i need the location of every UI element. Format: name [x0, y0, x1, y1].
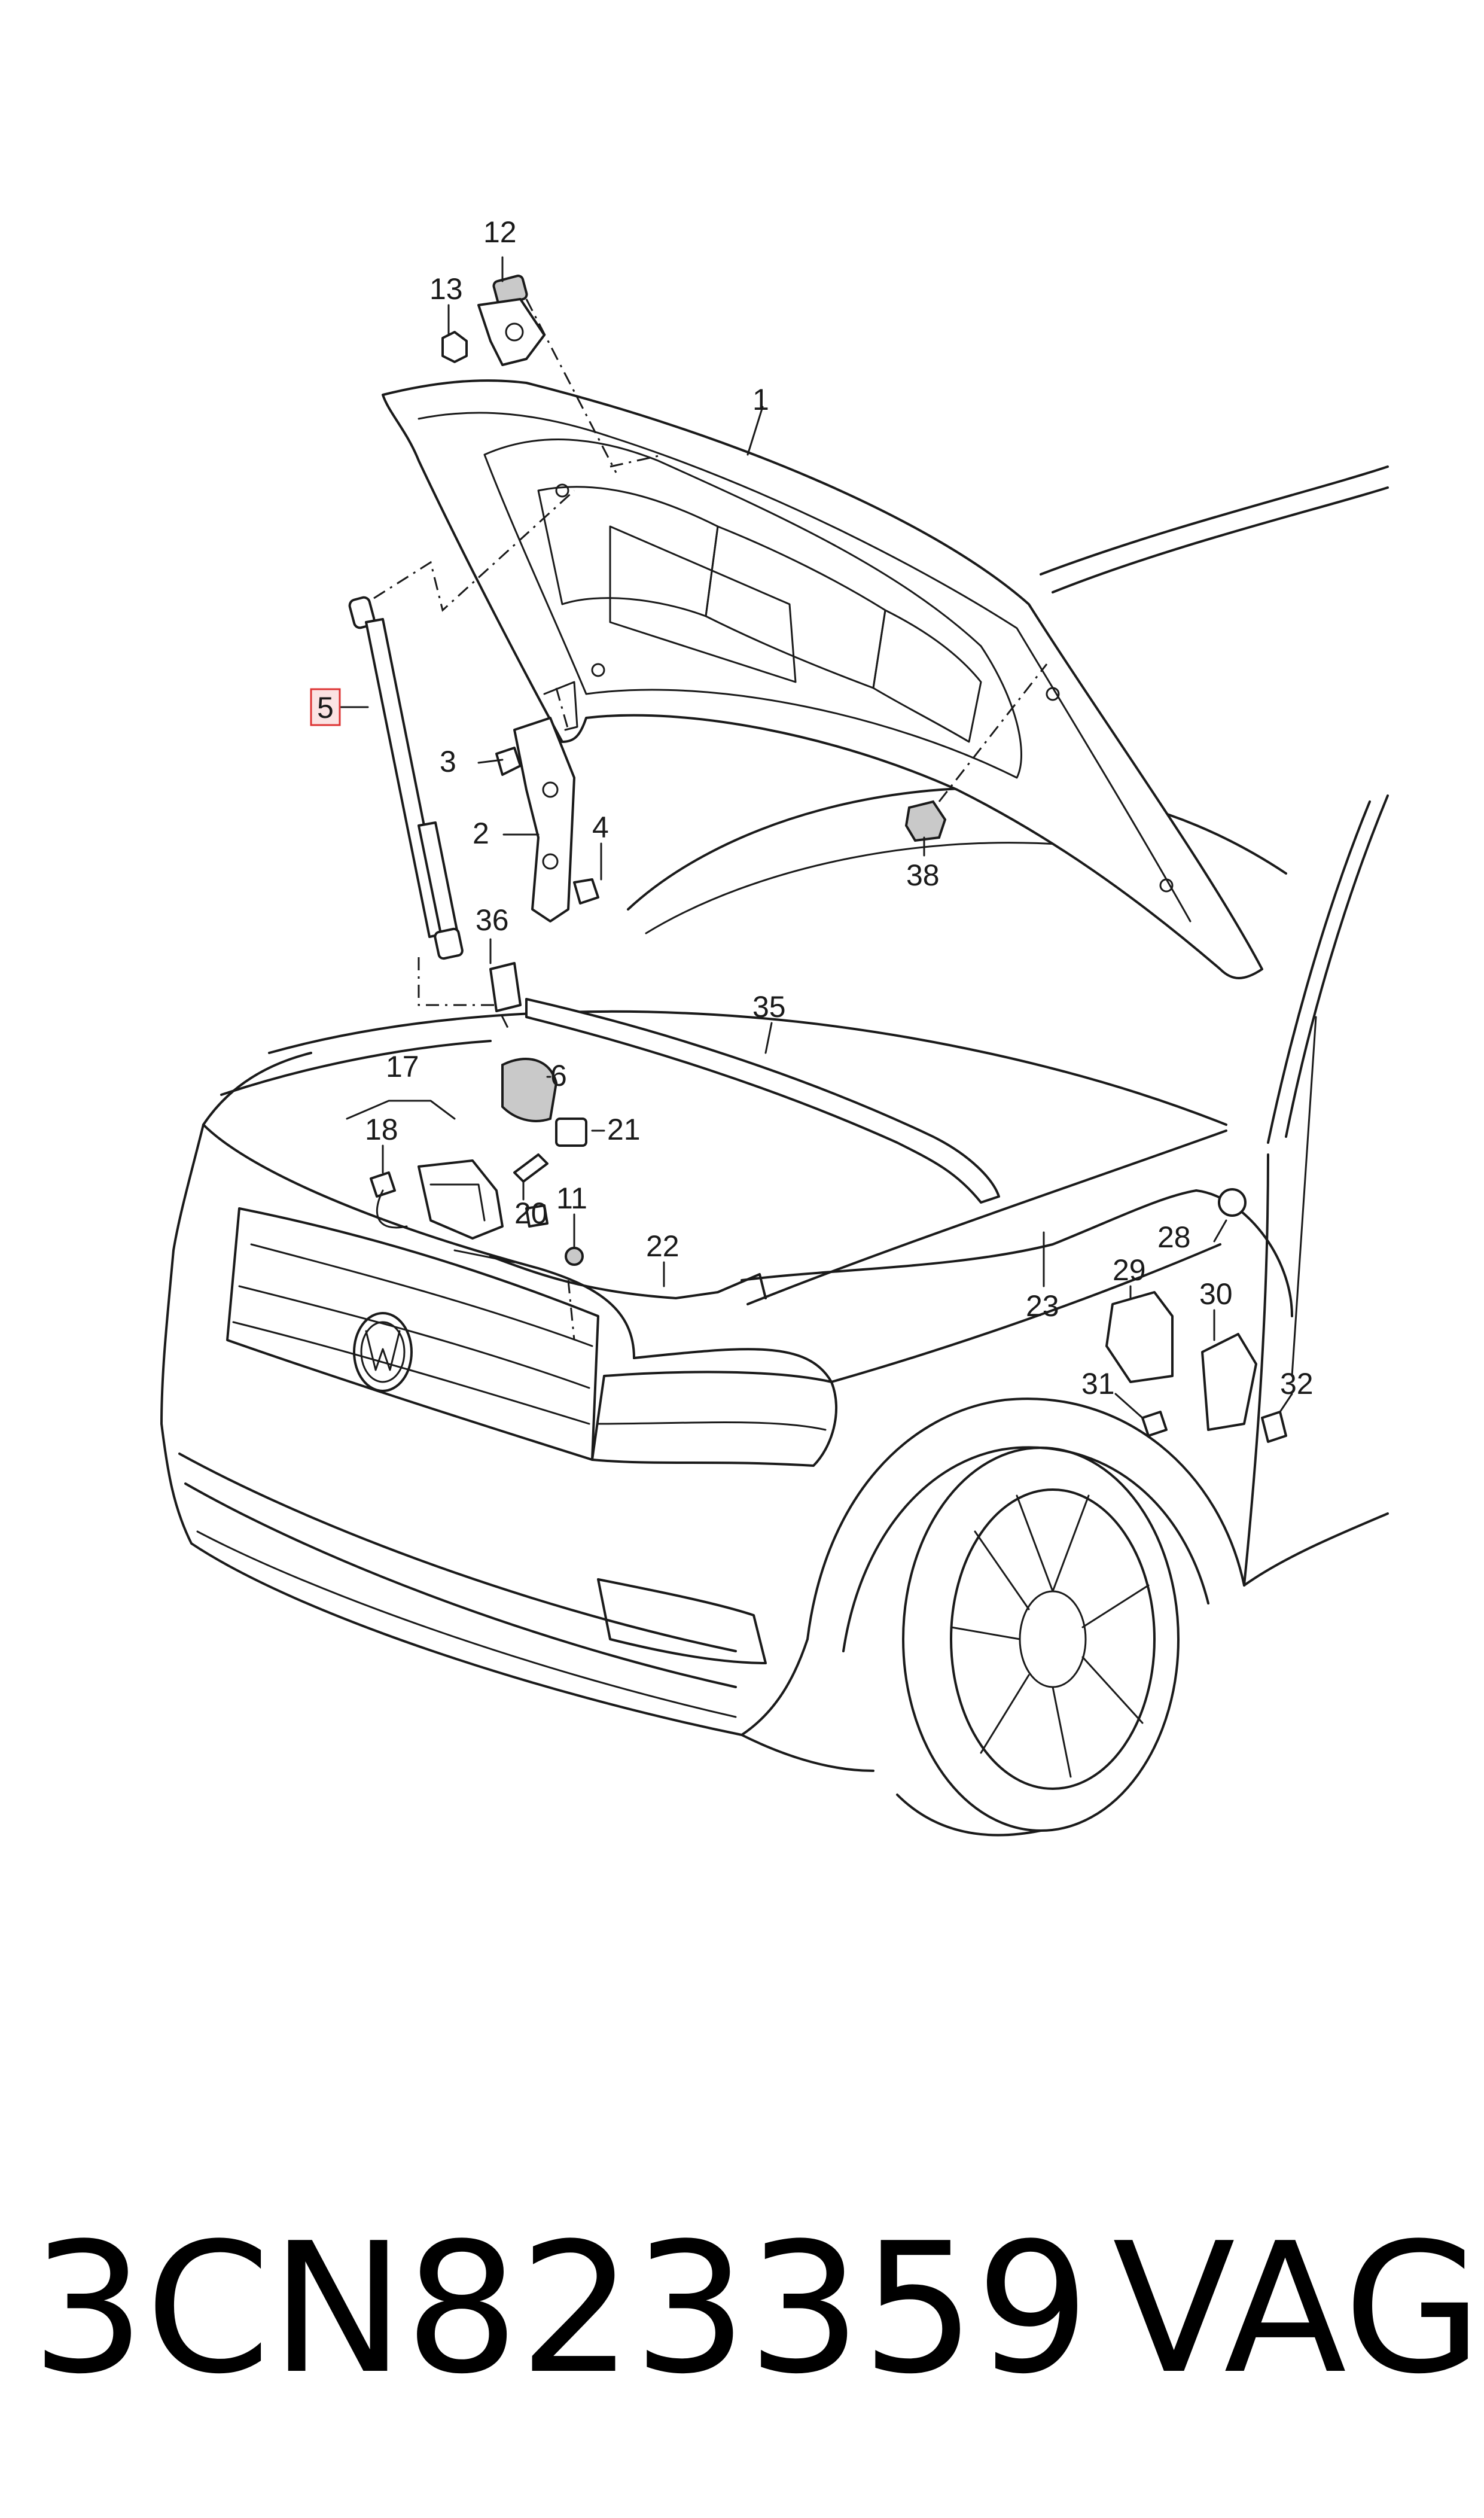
- callout-35[interactable]: 35: [752, 990, 786, 1024]
- rubber-buffer: [501, 1058, 587, 1147]
- callout-32[interactable]: 32: [1280, 1367, 1314, 1400]
- callout-4[interactable]: 4: [592, 811, 609, 844]
- callout-6[interactable]: 6: [550, 1059, 567, 1092]
- callout-leaders: [337, 256, 1293, 1419]
- callout-29[interactable]: 29: [1113, 1253, 1146, 1287]
- part-number: 3CN823359: [31, 2205, 1090, 2413]
- car-body: [160, 465, 1389, 1837]
- callout-18[interactable]: 18: [365, 1113, 398, 1146]
- highlighted-callout-box: [310, 688, 341, 726]
- callout-17[interactable]: 17: [386, 1050, 419, 1083]
- callout-1[interactable]: 1: [752, 383, 769, 416]
- callout-28[interactable]: 28: [1157, 1220, 1191, 1254]
- brand-name: VAG: [1113, 2205, 1483, 2413]
- hood-seal: [489, 962, 1000, 1204]
- release-cable: [489, 1188, 1293, 1341]
- callout-38[interactable]: 38: [906, 858, 940, 892]
- callout-20[interactable]: 20: [514, 1196, 548, 1230]
- hood-hinge: [495, 681, 599, 922]
- callout-36[interactable]: 36: [476, 903, 509, 937]
- callout-3[interactable]: 3: [440, 745, 456, 778]
- gas-strut: [348, 489, 575, 1030]
- callout-22[interactable]: 22: [646, 1229, 679, 1263]
- callout-23[interactable]: 23: [1026, 1289, 1059, 1323]
- nut-38: [904, 663, 1048, 842]
- hood-lock: [370, 1153, 548, 1263]
- callout-2[interactable]: 2: [473, 817, 489, 850]
- callout-21[interactable]: 21: [607, 1113, 641, 1146]
- callout-labels: 1 12 13 5 3 2 4 38 36 35 6 21 17 18 20 1…: [317, 215, 1314, 1400]
- callout-5[interactable]: 5: [317, 691, 334, 724]
- bonnet-hood: [382, 379, 1263, 979]
- callout-11[interactable]: 11: [556, 1182, 587, 1215]
- callout-30[interactable]: 30: [1199, 1277, 1233, 1311]
- callout-13[interactable]: 13: [429, 272, 463, 306]
- release-handle: [1105, 1291, 1287, 1443]
- callout-12[interactable]: 12: [483, 215, 517, 249]
- striker-bracket: [441, 275, 665, 473]
- callout-31[interactable]: 31: [1081, 1367, 1115, 1400]
